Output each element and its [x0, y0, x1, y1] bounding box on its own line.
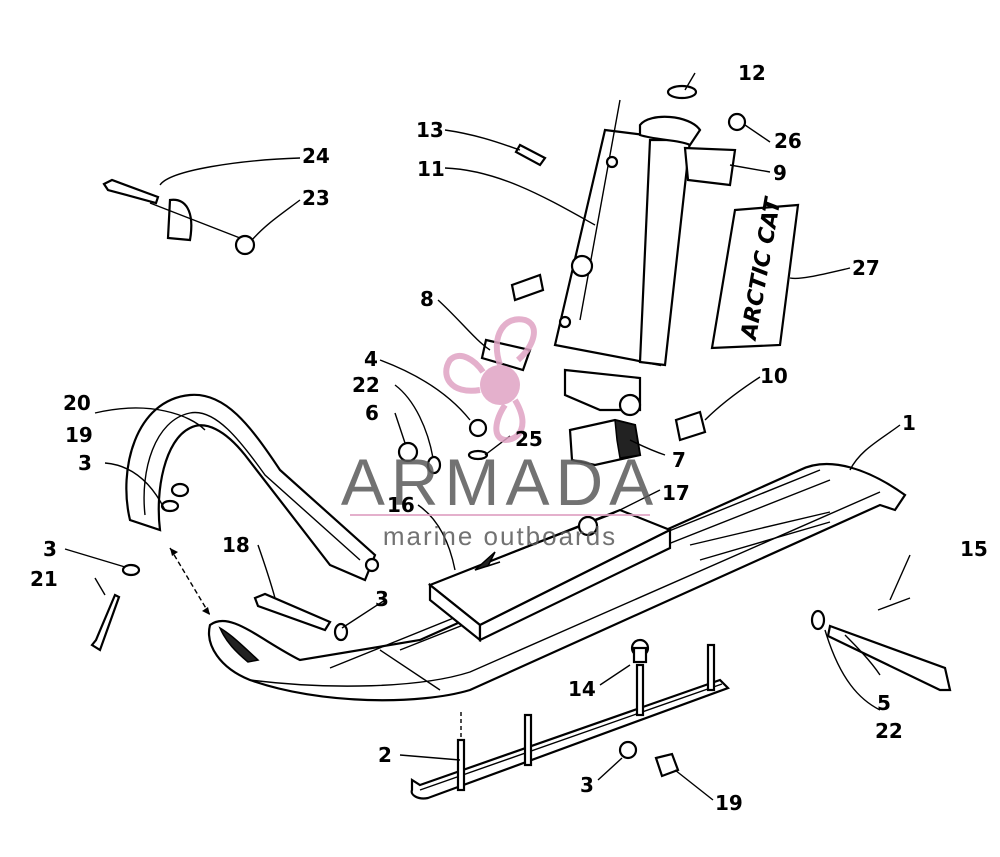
callout-3: 3 [375, 587, 389, 611]
callout-3: 3 [43, 537, 57, 561]
callout-22: 22 [352, 373, 380, 397]
ski-loop [125, 393, 380, 582]
callout-12: 12 [738, 61, 766, 85]
callout-19: 19 [65, 423, 93, 447]
callout-3: 3 [580, 773, 594, 797]
callout-13: 13 [416, 118, 444, 142]
callout-10: 10 [760, 364, 788, 388]
callout-21: 21 [30, 567, 58, 591]
callout-24: 24 [302, 144, 330, 168]
watermark-brand: ARMADA [341, 445, 659, 519]
wear-bar [410, 643, 730, 800]
callout-20: 20 [63, 391, 91, 415]
callout-17: 17 [662, 481, 690, 505]
callout-11: 11 [417, 157, 445, 181]
callout-27: 27 [852, 256, 880, 280]
callout-14: 14 [568, 677, 596, 701]
callout-23: 23 [302, 186, 330, 210]
callout-22: 22 [875, 719, 903, 743]
callout-5: 5 [877, 691, 891, 715]
callout-18: 18 [222, 533, 250, 557]
callout-3: 3 [78, 451, 92, 475]
hardware [90, 84, 952, 778]
callout-26: 26 [774, 129, 802, 153]
ski-saddle [427, 508, 673, 643]
callout-1: 1 [902, 411, 916, 435]
callout-6: 6 [365, 401, 379, 425]
arctic-cat-decal: ARCTIC CAT [710, 194, 800, 350]
callout-labels: 1 2 3 3 3 3 4 5 6 7 8 9 10 11 12 13 14 1… [30, 61, 988, 815]
rubber-block [568, 418, 642, 467]
callout-8: 8 [420, 287, 434, 311]
callout-4: 4 [364, 347, 378, 371]
leader-lines [64, 72, 911, 801]
callout-16: 16 [387, 493, 415, 517]
callout-15: 15 [960, 537, 988, 561]
callout-25: 25 [515, 427, 543, 451]
watermark-tagline: marine outboards [383, 521, 617, 551]
watermark: ARMADA marine outboards [341, 316, 659, 551]
callout-9: 9 [773, 161, 787, 185]
callout-7: 7 [672, 448, 686, 472]
callout-19: 19 [715, 791, 743, 815]
watermark-propeller-logo [443, 316, 537, 444]
callout-2: 2 [378, 743, 392, 767]
spindle-tube [553, 99, 737, 417]
